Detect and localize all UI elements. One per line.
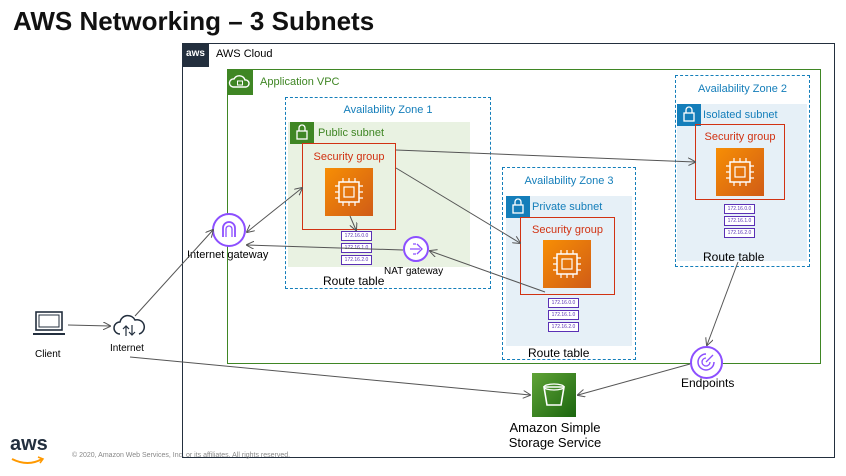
isolated-subnet-label: Isolated subnet xyxy=(703,109,778,121)
aws-logo: aws xyxy=(10,433,48,455)
internet-gateway-icon xyxy=(212,213,246,247)
endpoints-label: Endpoints xyxy=(681,376,735,390)
s3-bucket-icon xyxy=(532,373,576,417)
route-table-label-az2: Route table xyxy=(703,250,765,264)
aws-cloud-label: AWS Cloud xyxy=(216,48,273,60)
aws-logo-smile xyxy=(11,456,45,464)
ec2-instance-icon xyxy=(716,148,764,196)
security-group-az1 xyxy=(302,143,396,230)
az1-label: Availability Zone 1 xyxy=(343,104,433,116)
copyright-text: © 2020, Amazon Web Services, Inc. or its… xyxy=(72,452,291,459)
s3-label-line2: Storage Service xyxy=(508,435,602,450)
availability-zone-2 xyxy=(675,75,810,267)
lock-icon xyxy=(506,196,530,218)
lock-icon xyxy=(677,104,701,126)
client-to-internet xyxy=(67,325,110,326)
public-subnet-label: Public subnet xyxy=(318,127,385,139)
internet-cloud-icon xyxy=(111,312,147,340)
private-subnet-label: Private subnet xyxy=(532,201,603,213)
az3-label: Availability Zone 3 xyxy=(524,175,614,187)
nat-gateway-label: NAT gateway xyxy=(384,266,444,277)
internet-gateway-label: Internet gateway xyxy=(187,249,269,261)
endpoints-icon xyxy=(690,346,723,379)
ec2-instance-icon xyxy=(325,168,373,216)
page-title: AWS Networking – 3 Subnets xyxy=(13,6,375,36)
internet-label: Internet xyxy=(110,343,144,354)
lock-icon xyxy=(290,122,314,144)
security-group-label-az2: Security group xyxy=(704,131,776,143)
s3-label-line1: Amazon Simple xyxy=(509,420,601,435)
security-group-label-az1: Security group xyxy=(313,151,385,163)
ec2-instance-icon xyxy=(543,240,591,288)
aws-cloud-icon: aws xyxy=(182,43,209,67)
vpc-label: Application VPC xyxy=(260,76,340,88)
security-group-label-az3: Security group xyxy=(532,224,603,236)
client-label: Client xyxy=(35,349,61,360)
route-table-label-az3: Route table xyxy=(528,346,590,360)
az2-label: Availability Zone 2 xyxy=(697,83,788,95)
vpc-cloud-icon xyxy=(227,69,253,95)
client-computer-icon xyxy=(31,309,67,339)
nat-gateway-icon xyxy=(403,236,429,262)
route-table-label-az1: Route table xyxy=(323,274,385,288)
